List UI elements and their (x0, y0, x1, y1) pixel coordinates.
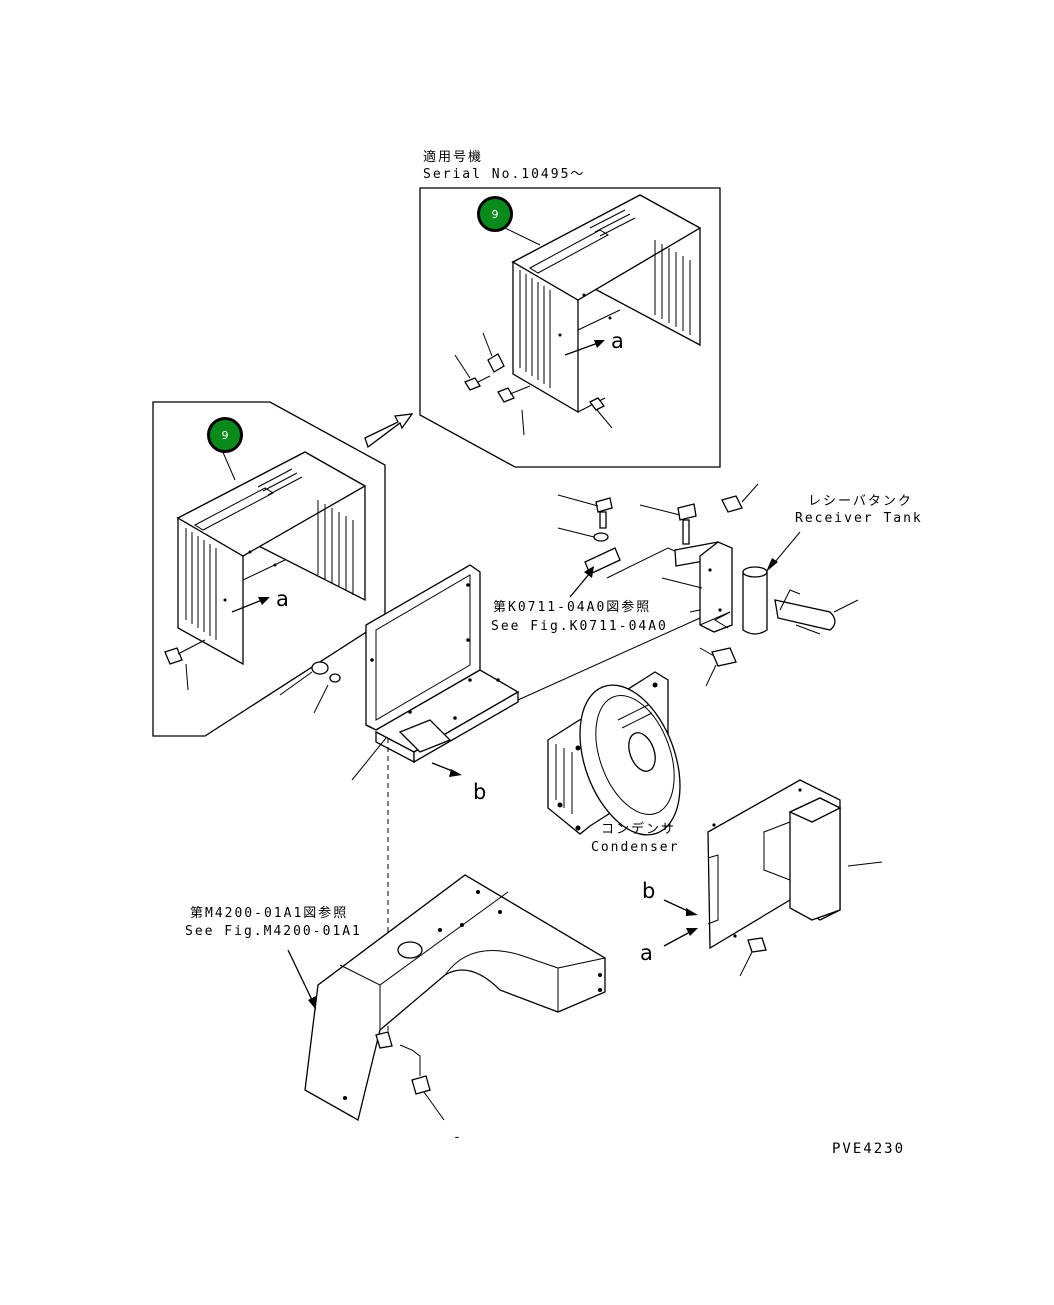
footer-dash: - (453, 1130, 463, 1145)
ref-k0711-jp: 第K0711-04A0図参照 (493, 600, 652, 615)
label-b-upper: b (473, 780, 487, 804)
radiator-guard-new (511, 194, 702, 414)
base-frame (304, 874, 606, 1121)
ref-k0711-en: See Fig.K0711-04A0 (491, 619, 668, 634)
label-a-inset: a (611, 329, 624, 353)
mounting-bracket (365, 564, 520, 764)
receiver-tank-assembly (557, 483, 859, 687)
label-b-right: b (642, 879, 656, 903)
serial-number: Serial No.10495～ (423, 167, 586, 182)
serial-inset-frame (419, 187, 721, 468)
side-cover (707, 779, 883, 977)
badge-left[interactable]: 9 (207, 417, 243, 453)
arrow-a-inset (564, 342, 599, 356)
inset-fasteners (454, 332, 613, 436)
drawing-code: PVE4230 (832, 1141, 906, 1157)
receiver-tank-jp: レシーバタンク (808, 494, 913, 509)
arrow-m4200 (287, 949, 313, 1001)
condenser-en: Condenser (591, 840, 680, 855)
ref-m4200-en: See Fig.M4200-01A1 (185, 924, 362, 939)
serial-title-jp: 適用号機 (423, 150, 484, 165)
arrow-a-left (231, 599, 263, 613)
ref-m4200-jp: 第M4200-01A1図参照 (190, 906, 349, 921)
condenser-unit (547, 671, 681, 836)
arrow-k0711 (569, 572, 591, 598)
arrow-a-right (663, 931, 691, 947)
badge-top[interactable]: 9 (477, 196, 513, 232)
label-a-right: a (640, 941, 653, 965)
radiator-guard-old (176, 451, 367, 666)
label-a-left: a (276, 587, 289, 611)
condenser-jp: コンデンサ (601, 822, 677, 837)
transition-arrow (364, 413, 414, 449)
arrow-b-right (663, 899, 691, 913)
receiver-tank-en: Receiver Tank (795, 511, 923, 526)
